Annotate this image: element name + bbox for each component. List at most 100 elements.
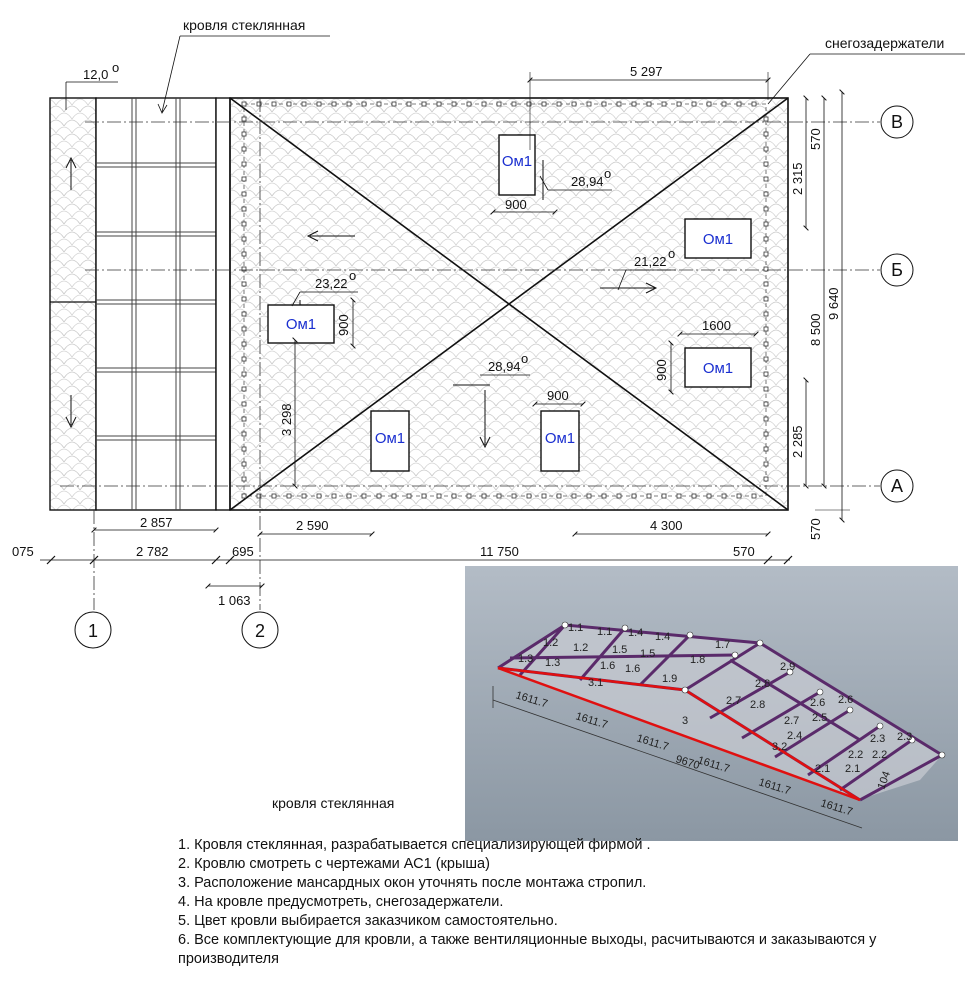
snow-guard-marker [241, 296, 247, 302]
snow-guard-marker [763, 416, 769, 422]
panel-label: 1.4 [655, 631, 670, 643]
svg-text:1 063: 1 063 [218, 593, 251, 608]
panel-label: 1.1 [597, 626, 612, 638]
svg-text:570: 570 [808, 128, 823, 150]
note-item: 6. Все комплектующие для кровли, а также… [178, 932, 877, 967]
snow-guard-marker [241, 161, 247, 167]
snow-guard-marker [763, 191, 769, 197]
svg-text:1: 1 [88, 621, 98, 641]
snow-guard-marker [466, 101, 472, 107]
window-om1: Ом1 [684, 218, 752, 259]
snow-guard-marker [496, 493, 502, 499]
snow-guard-marker [763, 401, 769, 407]
snow-guard-marker [763, 266, 769, 272]
snow-guard-marker [526, 493, 532, 499]
svg-text:1600: 1600 [702, 318, 731, 333]
svg-text:Ом1: Ом1 [502, 153, 532, 170]
snow-guard-marker [571, 101, 577, 107]
snow-guard-marker [466, 493, 472, 499]
svg-text:2 315: 2 315 [790, 162, 805, 195]
snow-guard-marker [241, 326, 247, 332]
snow-guard-marker [763, 296, 769, 302]
glass-roof-label: кровля стеклянная [183, 17, 305, 33]
panel-label: 2.6 [810, 697, 825, 709]
axis-bubble-a: А [880, 469, 914, 503]
snow-guard-marker [511, 493, 517, 499]
panel-label: 2.6 [838, 694, 853, 706]
panel-label: 1.5 [612, 644, 627, 656]
general-notes: 1. Кровля стеклянная, разрабатывается сп… [178, 836, 938, 969]
snow-guard-marker [763, 476, 769, 482]
snow-guard-marker [511, 101, 517, 107]
svg-text:2 590: 2 590 [296, 518, 329, 533]
snow-guard-marker [541, 493, 547, 499]
snow-guards-label: снегозадержатели [825, 35, 944, 51]
snow-guard-marker [763, 131, 769, 137]
window-om1: Ом1 [370, 410, 410, 472]
snow-guard-marker [301, 493, 307, 499]
snow-guard-marker [241, 461, 247, 467]
snow-guard-marker [256, 101, 262, 107]
panel-label: 2.2 [872, 749, 887, 761]
svg-text:o: o [349, 268, 356, 283]
panel-label: 1.9 [662, 673, 677, 685]
panel-label: 2.3 [870, 733, 885, 745]
hip-roof-plan [229, 97, 789, 511]
snow-guard-marker [331, 101, 337, 107]
axis-bubble-v: В [880, 105, 914, 139]
snow-guard-marker [391, 493, 397, 499]
snow-guard-marker [286, 493, 292, 499]
snow-guard-marker [241, 356, 247, 362]
snow-guard-marker [706, 101, 712, 107]
snow-guard-marker [361, 493, 367, 499]
snow-guard-marker [241, 146, 247, 152]
snow-guard-marker [346, 101, 352, 107]
roof-3d-model-view: 1.11.21.31.41.51.61.71.81.91.11.21.31.41… [465, 566, 958, 841]
svg-text:Ом1: Ом1 [375, 430, 405, 447]
snow-guard-marker [241, 476, 247, 482]
snow-guard-marker [763, 386, 769, 392]
panel-label: 3 [682, 715, 688, 727]
svg-text:А: А [891, 476, 903, 496]
note-item: 1. Кровля стеклянная, разрабатывается сп… [178, 837, 651, 853]
snow-guard-marker [676, 493, 682, 499]
snow-guard-marker [763, 326, 769, 332]
panel-label: 2.3 [897, 731, 912, 743]
axis-lines [60, 98, 880, 610]
snow-guard-marker [706, 493, 712, 499]
note-item: 5. Цвет кровли выбирается заказчиком сам… [178, 913, 558, 929]
snow-guard-marker [271, 493, 277, 499]
snow-guard-marker [481, 101, 487, 107]
note-item: 2. Кровлю смотреть с чертежами АС1 (крыш… [178, 856, 490, 872]
panel-label: 3.2 [772, 741, 787, 753]
snow-guard-marker [763, 281, 769, 287]
snow-guard-marker [763, 221, 769, 227]
panel-label: 1.4 [628, 627, 643, 639]
svg-text:В: В [891, 112, 903, 132]
svg-text:23,22: 23,22 [315, 276, 348, 291]
dormer-windows: Ом1 Ом1 Ом1 Ом1 Ом1 Ом1 [267, 134, 752, 472]
svg-text:900: 900 [336, 314, 351, 336]
snow-guard-marker [376, 493, 382, 499]
panel-labels: 1.11.21.31.41.51.61.71.81.91.11.21.31.41… [518, 622, 912, 775]
snow-guard-marker [241, 386, 247, 392]
snow-guard-marker [286, 101, 292, 107]
panel-label: 1.2 [543, 637, 558, 649]
snow-guard-marker [586, 101, 592, 107]
snow-guard-marker [721, 493, 727, 499]
svg-text:900: 900 [547, 388, 569, 403]
svg-text:3 298: 3 298 [279, 403, 294, 436]
snow-guard-marker [346, 493, 352, 499]
snow-guard-marker [616, 101, 622, 107]
snow-guard-marker [241, 493, 247, 499]
snow-guard-marker [763, 146, 769, 152]
snow-guard-marker [241, 311, 247, 317]
panel-label: 1.5 [640, 648, 655, 660]
svg-text:8 500: 8 500 [808, 313, 823, 346]
snow-guard-marker [241, 131, 247, 137]
snow-guard-marker [763, 461, 769, 467]
snow-guard-marker [556, 493, 562, 499]
svg-text:570: 570 [733, 544, 755, 559]
span-label: 104 [876, 770, 894, 791]
snow-guard-marker [241, 251, 247, 257]
